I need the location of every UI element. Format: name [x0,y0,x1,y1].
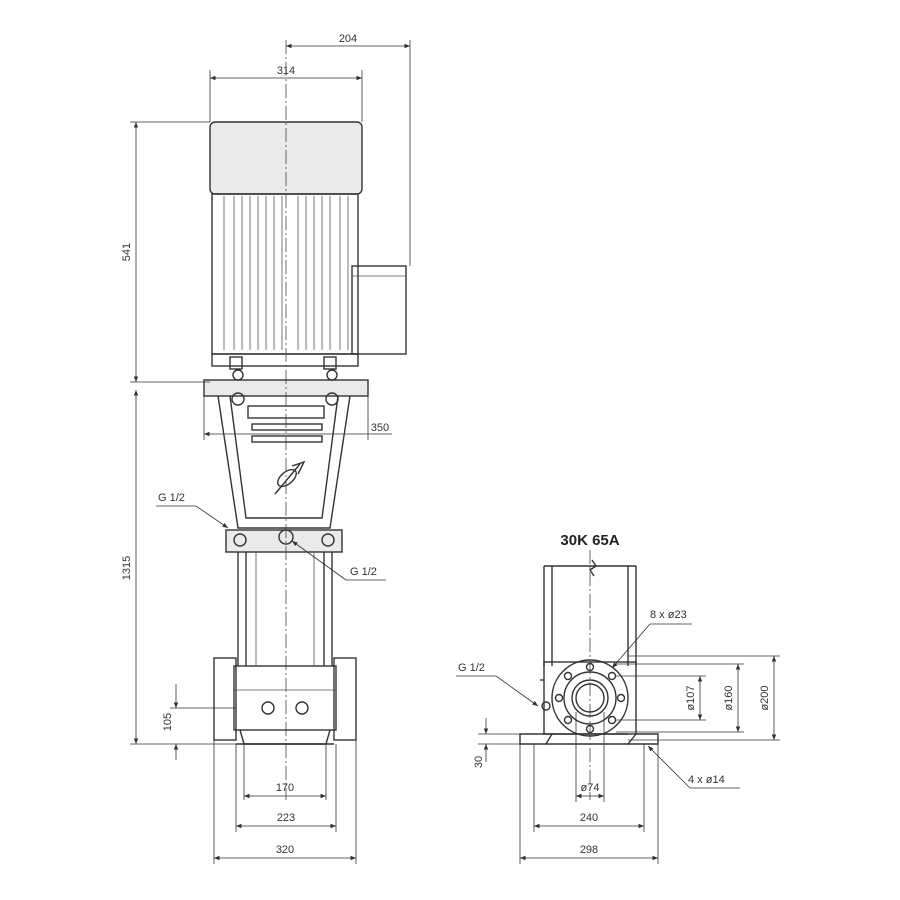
dim-label-dia-107: ø107 [685,685,697,710]
dim-105: 105 [162,684,236,760]
dim-298: 298 [519,744,659,864]
dim-dia-160: ø160 [616,663,744,733]
side-port-label-group: G 1/2 [456,662,539,707]
pump-base [213,657,357,745]
dim-1315: 1315 [121,390,236,745]
dim-label-dia-74: ø74 [581,782,600,794]
dim-240: 240 [533,744,645,832]
motor [209,121,407,370]
dim-label-240: 240 [580,812,598,824]
port-label-right-group: G 1/2 [291,540,386,581]
dim-223: 223 [235,744,337,832]
side-port-label: G 1/2 [458,662,485,674]
side-barrel [543,559,637,666]
dim-label-dia-160: ø160 [723,685,735,710]
side-view-title: 30K 65A [560,532,619,549]
port-label-left: G 1/2 [158,492,185,504]
dim-label-base-height: 30 [473,756,485,768]
lantern-bracket [217,369,351,529]
dim-label-541: 541 [121,243,133,261]
dim-dia-74: ø74 [575,712,605,802]
side-view: 30K 65A [456,532,780,864]
dim-314: 314 [209,65,363,122]
side-body [540,661,637,735]
dim-170: 170 [243,744,327,800]
port-label-left-group: G 1/2 [156,492,229,529]
dim-label-170: 170 [276,782,294,794]
dim-350: 350 [203,396,392,440]
dim-label-350: 350 [371,422,389,434]
port-label-right: G 1/2 [350,566,377,578]
pump-barrel [237,552,333,666]
dim-label-1315: 1315 [121,556,133,580]
dim-label-204: 204 [339,33,357,45]
dim-label-320: 320 [276,844,294,856]
dim-label-223: 223 [277,812,295,824]
side-flange [541,659,629,737]
dim-label-314: 314 [277,65,295,77]
dim-base-height: 30 [473,718,520,768]
chamber-flange [225,529,343,553]
dim-label-dia-200: ø200 [759,685,771,710]
dim-label-foot-holes: 4 x ø14 [688,774,725,786]
dim-dia-107: ø107 [616,675,706,721]
dim-label-298: 298 [580,844,598,856]
dim-bolt-holes: 8 x ø23 [611,609,692,669]
dim-foot-holes: 4 x ø14 [647,745,740,789]
dim-541: 541 [121,121,210,383]
rotation-symbol [274,460,306,495]
dim-label-bolt-holes: 8 x ø23 [650,609,687,621]
dim-204: 204 [286,33,411,266]
dim-320: 320 [213,740,357,864]
dim-dia-200: ø200 [628,655,780,741]
dim-label-105: 105 [162,713,174,731]
front-view: 204 314 541 1315 350 [121,33,411,864]
